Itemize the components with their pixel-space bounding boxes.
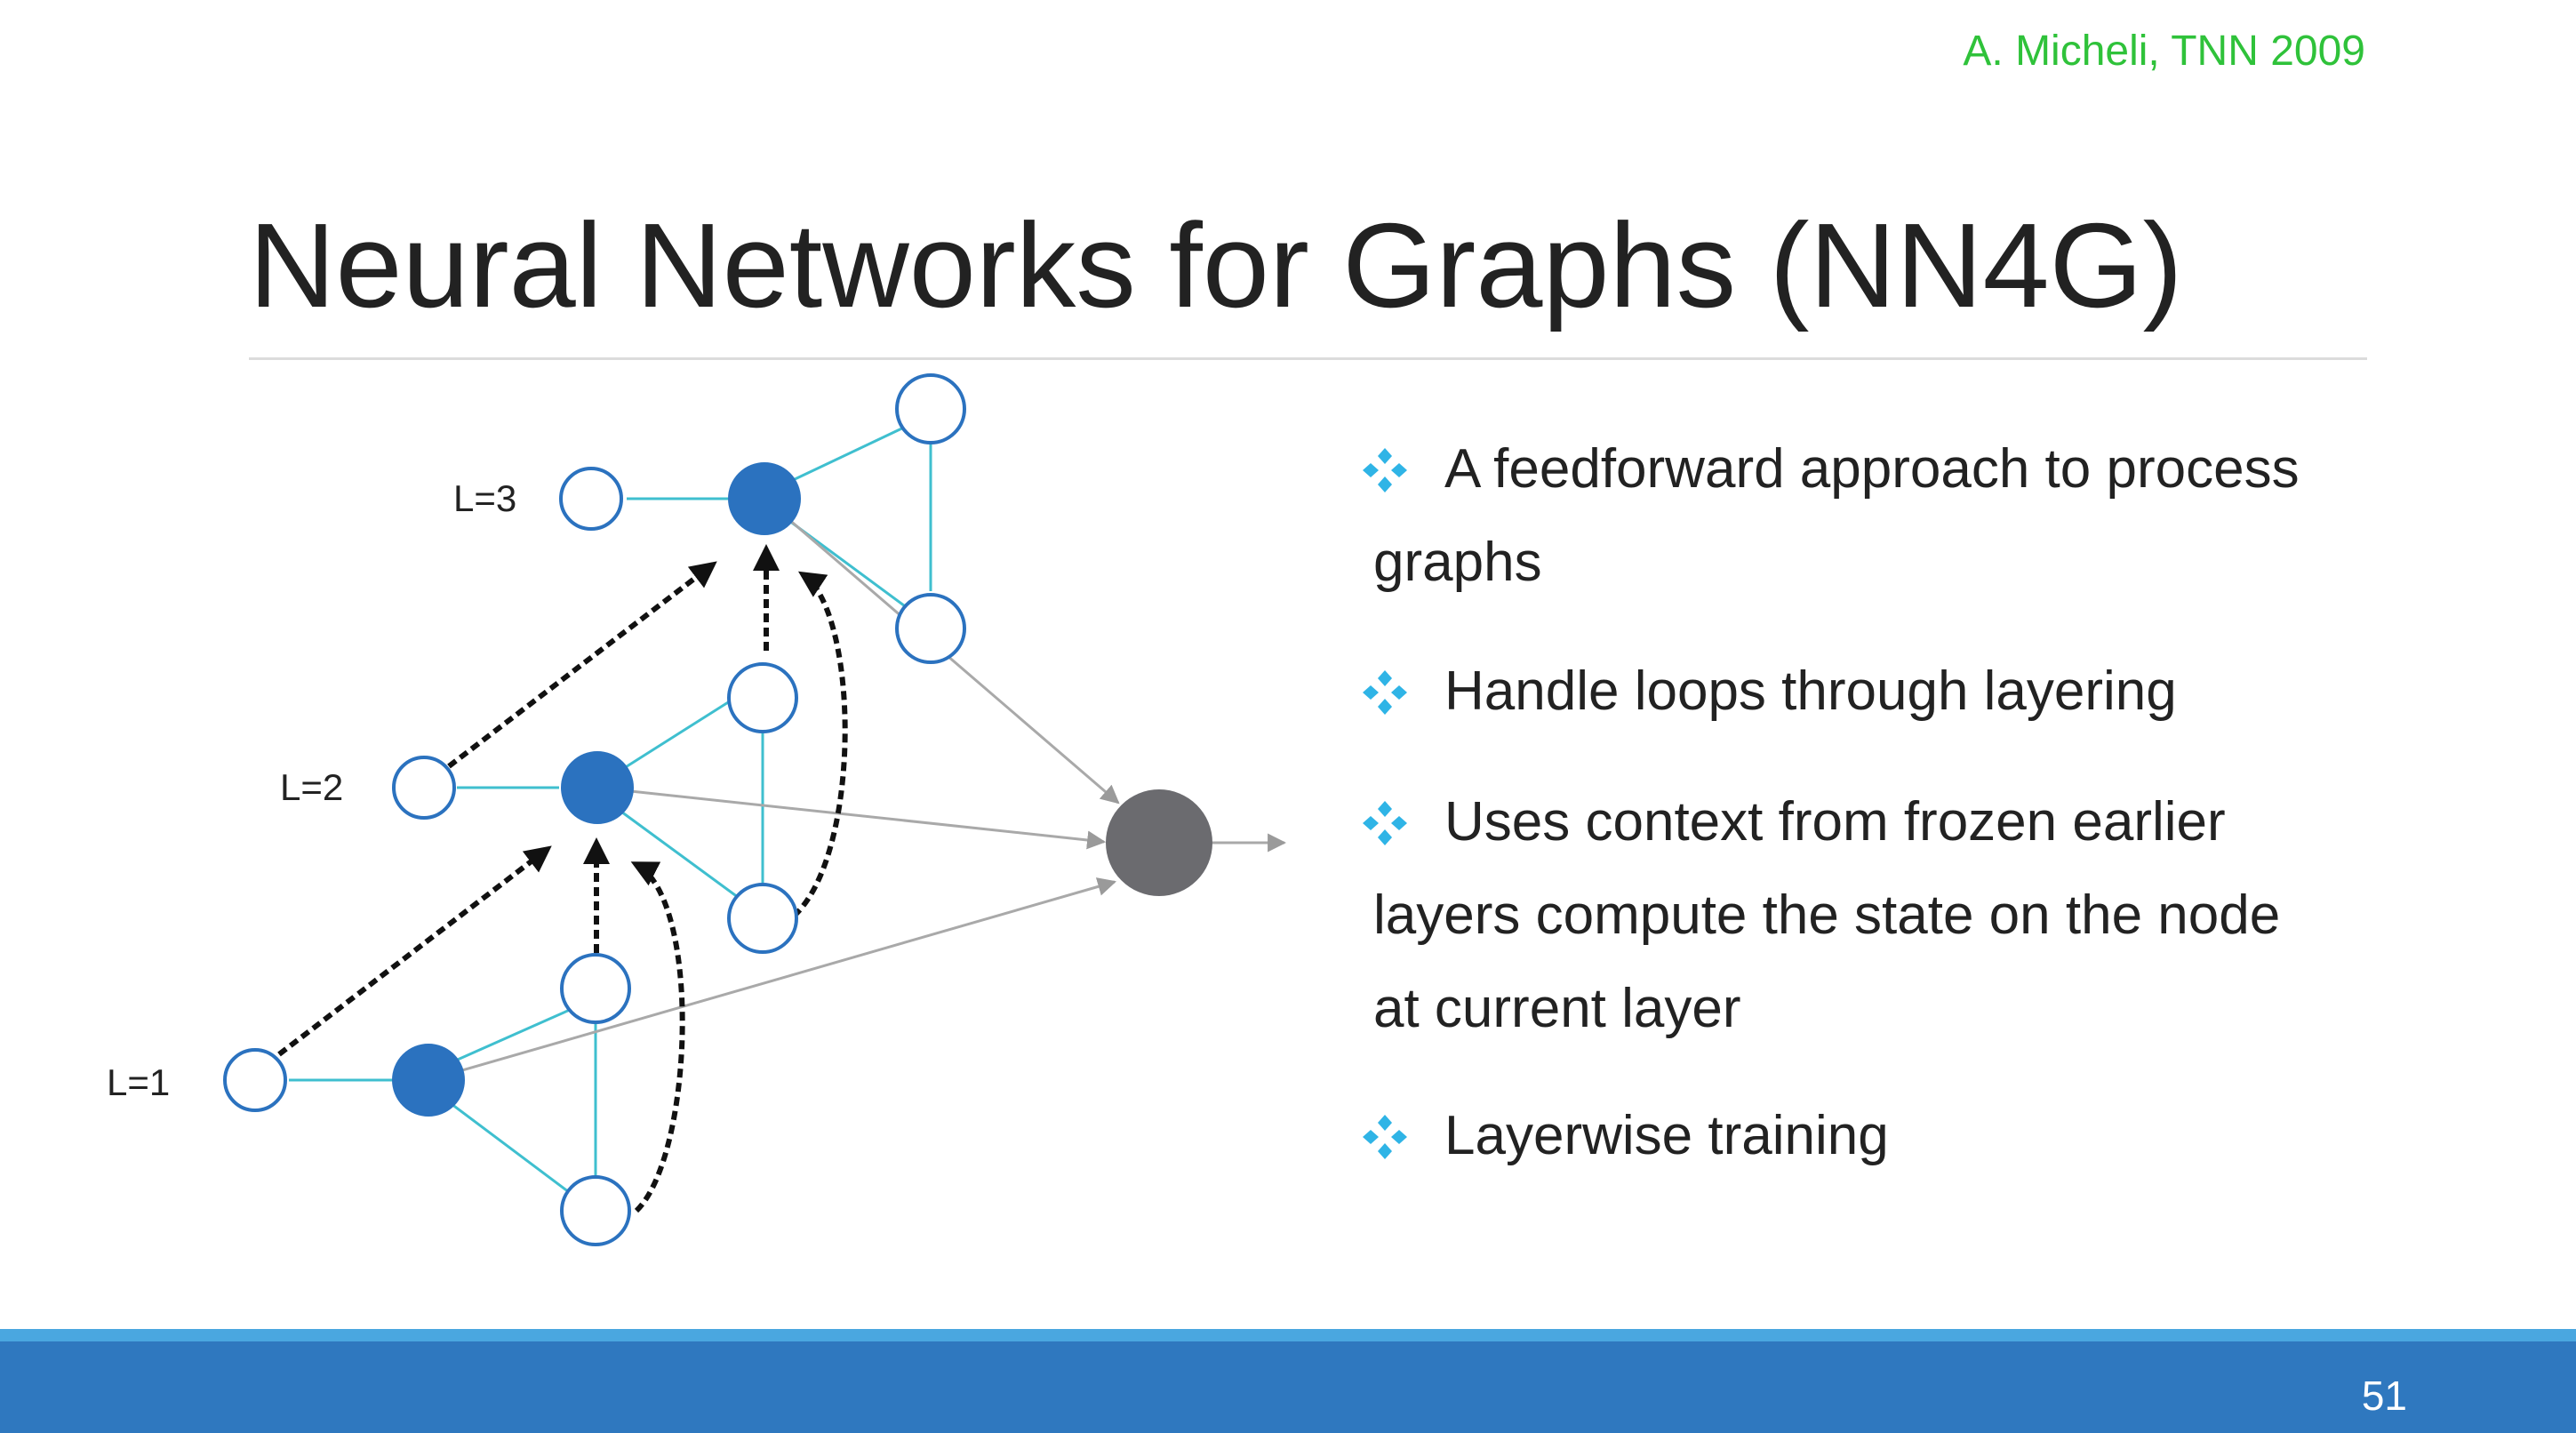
bullet-item: Uses context from frozen earlier layers … [1360, 775, 2280, 1055]
current-layer-node [392, 1044, 465, 1117]
layer-label-3: L=3 [453, 477, 516, 519]
graph-node [727, 662, 798, 733]
layer-2-nodes [392, 662, 798, 954]
graph-node [560, 1175, 631, 1246]
graph-node [895, 593, 966, 664]
layer-3-nodes [559, 373, 966, 664]
layer-1-edges [289, 1005, 597, 1199]
bullet-item: A feedforward approach to process graphs [1360, 422, 2300, 609]
layer-label-2: L=2 [280, 766, 343, 808]
four-diamond-bullet-icon [1363, 801, 1407, 845]
page-number: 51 [2361, 1373, 2407, 1419]
bullet-text: Uses context from frozen earlier layers … [1373, 791, 2281, 1039]
four-diamond-bullet-icon [1363, 1115, 1407, 1159]
graph-node [560, 953, 631, 1024]
citation: A. Micheli, TNN 2009 [1963, 28, 2365, 75]
footer-accent-stripe [0, 1329, 2576, 1341]
graph-node [895, 373, 966, 444]
bullet-text: Handle loops through layering [1444, 660, 2177, 722]
bullet-item: Handle loops through layering [1360, 644, 2177, 738]
graph-node [392, 756, 456, 820]
graph-node [559, 467, 623, 531]
layer-1-nodes [223, 953, 631, 1246]
layer-2-edges [457, 692, 764, 904]
bullet-text: A feedforward approach to process graphs [1373, 438, 2300, 593]
four-diamond-bullet-icon [1363, 670, 1407, 715]
graph-node [727, 883, 798, 954]
slide-title: Neural Networks for Graphs (NN4G) [249, 198, 2183, 332]
output-node [1106, 789, 1212, 896]
graph-node [223, 1048, 287, 1112]
context-arrows [277, 544, 848, 1213]
footer-bar [0, 1329, 2576, 1433]
current-layer-node [728, 462, 801, 535]
bullet-item: Layerwise training [1360, 1089, 1889, 1182]
bullet-text: Layerwise training [1444, 1105, 1889, 1166]
four-diamond-bullet-icon [1363, 448, 1407, 492]
title-divider [249, 357, 2367, 360]
current-layer-node [561, 751, 634, 824]
layer-label-1: L=1 [107, 1061, 170, 1103]
